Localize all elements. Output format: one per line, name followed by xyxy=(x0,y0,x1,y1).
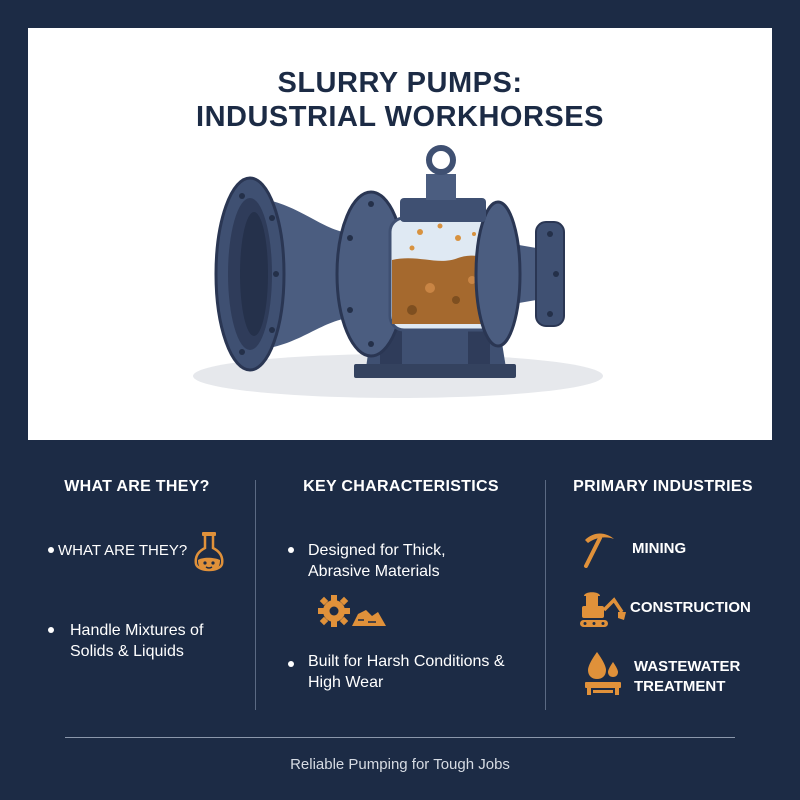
title-line-2: INDUSTRIAL WORKHORSES xyxy=(196,101,604,133)
key-item-1: Designed for Thick, Abrasive Materials xyxy=(308,542,446,580)
bullet-dot xyxy=(288,661,294,667)
hero-panel: SLURRY PUMPS: INDUSTRIAL WORKHORSES xyxy=(28,28,772,440)
water-drop-icon xyxy=(585,652,621,695)
footer-tagline: Reliable Pumping for Tough Jobs xyxy=(290,756,510,773)
column-divider xyxy=(255,480,256,710)
what-heading: WHAT ARE THEY? xyxy=(64,478,210,495)
gear-rocks-icon xyxy=(318,595,386,627)
housing-flange-right xyxy=(474,200,522,348)
pump-top-cap xyxy=(400,198,486,222)
flask-icon xyxy=(194,532,224,572)
bullet-dot xyxy=(48,627,54,633)
bullet-dot xyxy=(48,547,54,553)
page-title: SLURRY PUMPS: INDUSTRIAL WORKHORSES xyxy=(28,66,772,134)
column-divider xyxy=(545,480,546,710)
excavator-icon xyxy=(580,592,626,627)
key-item-2: Built for Harsh Conditions & High Wear xyxy=(308,653,505,691)
what-item-1: WHAT ARE THEY? xyxy=(58,542,188,559)
footer-divider xyxy=(65,737,735,738)
what-item-2: Handle Mixtures of Solids & Liquids xyxy=(70,622,204,660)
title-line-1: SLURRY PUMPS: xyxy=(277,67,523,99)
slurry-pump-illustration xyxy=(193,145,603,398)
industry-mining: MINING xyxy=(632,540,687,557)
slurry-contents xyxy=(392,255,494,324)
key-heading: KEY CHARACTERISTICS xyxy=(303,478,499,495)
discharge-flange xyxy=(535,221,565,327)
industries-heading: PRIMARY INDUSTRIES xyxy=(573,478,753,495)
pickaxe-icon xyxy=(584,533,614,568)
industry-construction: CONSTRUCTION xyxy=(630,599,751,616)
bullet-dot xyxy=(288,547,294,553)
industry-wastewater: WASTEWATER TREATMENT xyxy=(634,658,741,695)
lifting-ring xyxy=(426,145,456,175)
